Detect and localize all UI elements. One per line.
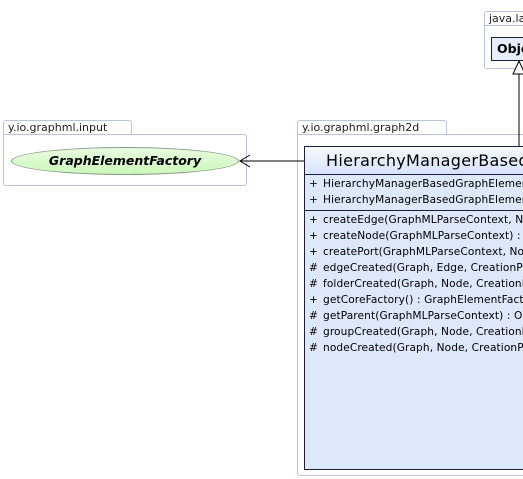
member-signature: HierarchyManagerBasedGraphElementFactory… xyxy=(323,194,523,206)
interface-name: GraphElementFactory xyxy=(48,153,202,168)
member-signature: folderCreated(Graph, Node, CreationPrope… xyxy=(323,278,523,290)
member-signature: nodeCreated(Graph, Node, CreationPropert… xyxy=(323,342,523,354)
member-signature: createEdge(GraphMLParseContext, Node, No… xyxy=(323,214,523,226)
member-signature: createPort(GraphMLParseContext, Node) : … xyxy=(323,246,523,258)
method-row[interactable]: # edgeCreated(Graph, Edge, CreationProper… xyxy=(305,260,523,276)
package-tab-java-lang: java.lang xyxy=(484,11,523,26)
constructor-row[interactable]: + HierarchyManagerBasedGraphElementFactor… xyxy=(305,192,523,208)
constructor-row[interactable]: + HierarchyManagerBasedGraphElementFactor… xyxy=(305,176,523,192)
class-object[interactable]: Object xyxy=(491,37,523,61)
class-hierarchy-manager-based-graph-element-factory[interactable]: HierarchyManagerBasedGraphElementFactory… xyxy=(304,146,523,470)
package-name: y.io.graphml.input xyxy=(8,121,108,134)
member-signature: groupCreated(Graph, Node, CreationProper… xyxy=(323,326,523,338)
method-row[interactable]: # getParent(GraphMLParseContext) : Object xyxy=(305,308,523,324)
visibility-marker: # xyxy=(309,326,318,338)
method-row[interactable]: # nodeCreated(Graph, Node, CreationProper… xyxy=(305,340,523,356)
interface-graph-element-factory[interactable]: GraphElementFactory xyxy=(11,147,239,175)
member-signature: edgeCreated(Graph, Edge, CreationPropert… xyxy=(323,262,523,274)
member-signature: getCoreFactory() : GraphElementFactory xyxy=(323,294,523,306)
method-row[interactable]: # groupCreated(Graph, Node, CreationPrope… xyxy=(305,324,523,340)
visibility-marker: + xyxy=(309,246,318,258)
methods-section: + createEdge(GraphMLParseContext, Node, N… xyxy=(305,211,523,356)
package-name: java.lang xyxy=(489,12,523,25)
member-signature: HierarchyManagerBasedGraphElementFactory… xyxy=(323,178,523,190)
generalization-arrowhead xyxy=(512,59,523,75)
package-name: y.io.graphml.graph2d xyxy=(302,121,420,134)
visibility-marker: + xyxy=(309,294,318,306)
visibility-marker: + xyxy=(309,214,318,226)
package-tab-graphml-input: y.io.graphml.input xyxy=(3,120,132,135)
method-row[interactable]: + createEdge(GraphMLParseContext, Node, N… xyxy=(305,212,523,228)
visibility-marker: # xyxy=(309,342,318,354)
method-row[interactable]: + getCoreFactory() : GraphElementFactory xyxy=(305,292,523,308)
visibility-marker: + xyxy=(309,194,318,206)
class-name: Object xyxy=(497,41,523,56)
visibility-marker: # xyxy=(309,278,318,290)
method-row[interactable]: + createNode(GraphMLParseContext) : Node xyxy=(305,228,523,244)
package-tab-graphml-graph2d: y.io.graphml.graph2d xyxy=(297,120,447,135)
visibility-marker: + xyxy=(309,230,318,242)
member-signature: getParent(GraphMLParseContext) : Object xyxy=(323,310,523,322)
method-row[interactable]: # folderCreated(Graph, Node, CreationProp… xyxy=(305,276,523,292)
visibility-marker: # xyxy=(309,262,318,274)
method-row[interactable]: + createPort(GraphMLParseContext, Node) :… xyxy=(305,244,523,260)
realization-arrowhead xyxy=(239,154,251,168)
constructors-section: + HierarchyManagerBasedGraphElementFactor… xyxy=(305,175,523,211)
member-signature: createNode(GraphMLParseContext) : Node xyxy=(323,230,523,242)
visibility-marker: + xyxy=(309,178,318,190)
visibility-marker: # xyxy=(309,310,318,322)
class-title: HierarchyManagerBasedGraphElementFactory xyxy=(305,147,523,175)
